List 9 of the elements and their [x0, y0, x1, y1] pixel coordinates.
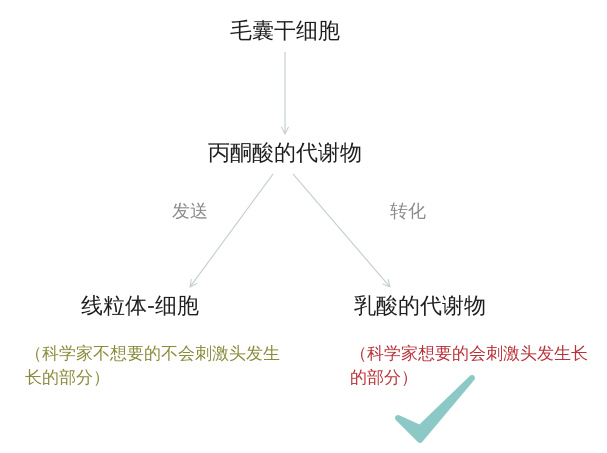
node-label: 丙酮酸的代谢物 [208, 134, 362, 174]
arrow [292, 174, 391, 288]
node-label: 毛囊干细胞 [230, 12, 340, 52]
node-label: 线粒体-细胞 [81, 287, 199, 327]
node-label: 乳酸的代谢物 [354, 287, 486, 327]
note-text: （科学家想要的会刺激头发生长的部分） [350, 343, 589, 390]
note-text: （科学家不想要的不会刺激头发生长的部分） [25, 343, 281, 390]
arrow [280, 52, 290, 135]
arrow [189, 174, 274, 288]
